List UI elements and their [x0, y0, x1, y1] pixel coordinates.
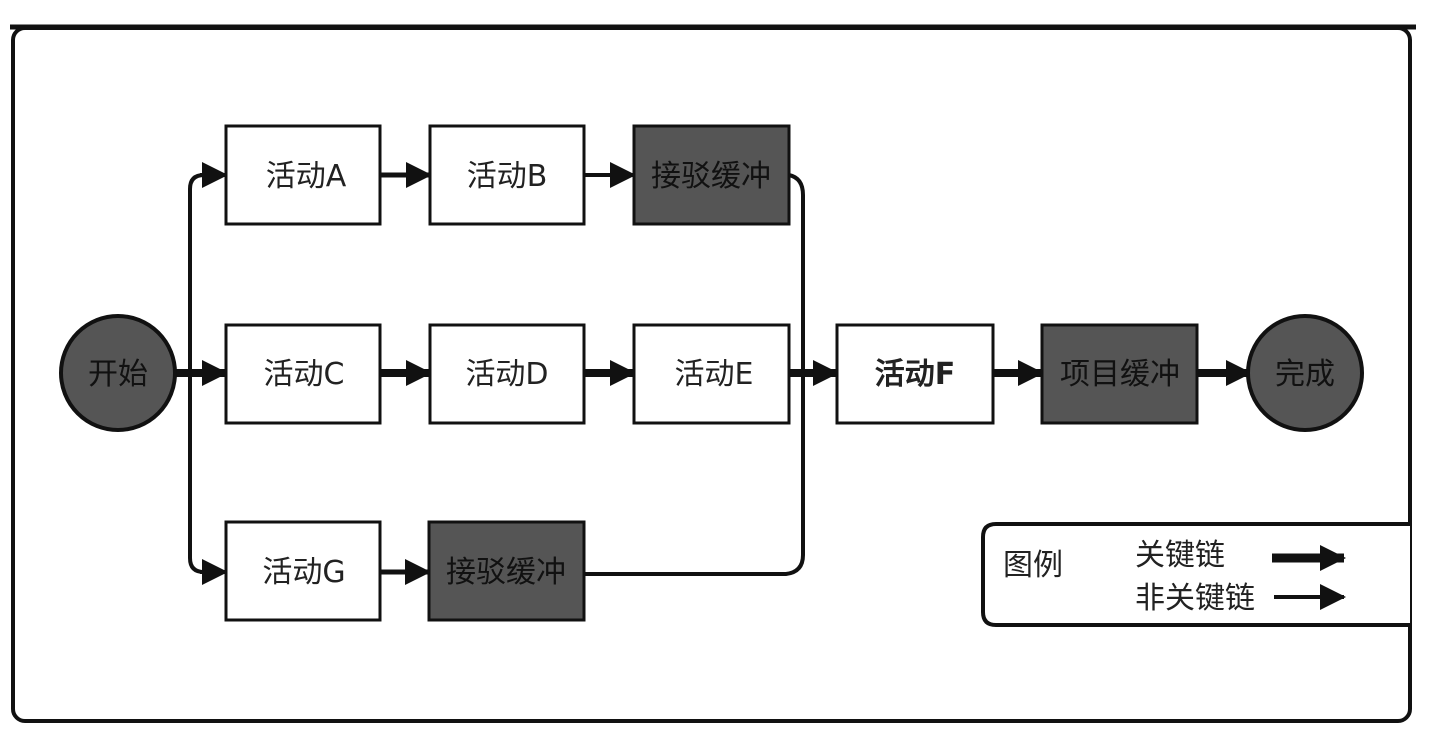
node-label: 活动C — [264, 357, 345, 392]
legend-critical-label: 关键链 — [1135, 538, 1225, 573]
node-label: 项目缓冲 — [1060, 357, 1180, 392]
edge-branch-line — [188, 173, 214, 574]
node-label: 接驳缓冲 — [651, 159, 771, 194]
legend-non-critical-label: 非关键链 — [1135, 581, 1255, 616]
node-label: 活动D — [465, 357, 548, 392]
node-feeding-buffer-2: 接驳缓冲 — [427, 520, 586, 622]
legend: 图例 关键链 非关键链 — [981, 522, 1410, 627]
node-project-buffer: 项目缓冲 — [1040, 323, 1199, 425]
node-activity-e: 活动E — [632, 323, 791, 425]
node-label: 活动A — [266, 159, 347, 194]
node-label: 活动B — [467, 159, 548, 194]
node-start: 开始 — [59, 314, 177, 432]
edge-buffers-merge — [584, 173, 805, 576]
node-activity-a: 活动A — [224, 124, 382, 226]
node-activity-g: 活动G — [224, 520, 382, 622]
node-label: 活动G — [262, 555, 345, 590]
node-activity-f: 活动F — [835, 323, 995, 425]
node-activity-b: 活动B — [428, 124, 586, 226]
node-finish: 完成 — [1246, 314, 1364, 432]
node-feeding-buffer-1: 接驳缓冲 — [632, 124, 791, 226]
node-activity-c: 活动C — [224, 323, 382, 425]
node-label: 活动F — [875, 357, 956, 392]
outer-frame — [11, 26, 1412, 723]
legend-title: 图例 — [1003, 548, 1063, 583]
node-label: 开始 — [88, 357, 148, 392]
node-label: 活动E — [675, 357, 754, 392]
edges — [176, 162, 1252, 585]
node-label: 接驳缓冲 — [446, 555, 566, 590]
node-label: 完成 — [1275, 357, 1335, 392]
node-activity-d: 活动D — [428, 323, 586, 425]
